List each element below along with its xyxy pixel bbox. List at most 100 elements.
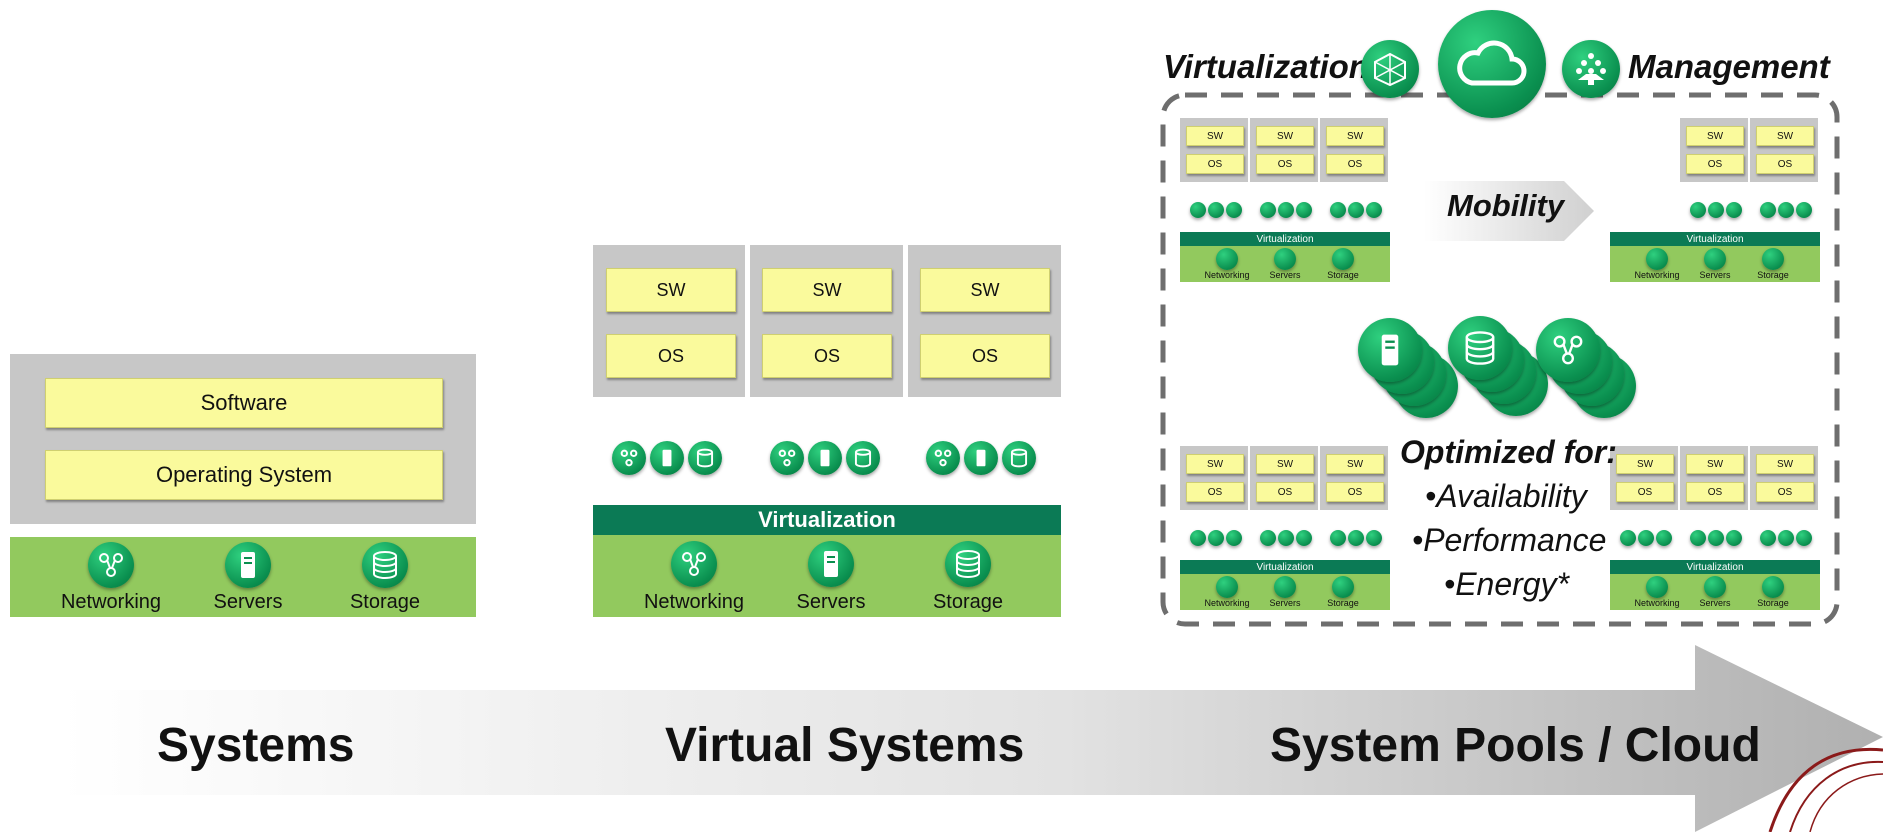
pool-cluster-top-right: SW OS SW OS Virtualization Networking Se… [1610,118,1820,286]
stage2-virtualization-bar: Virtualization [593,505,1061,535]
mini-sw-box: SW [1186,454,1244,474]
storage-icon [1332,576,1354,598]
server-icon [1638,530,1654,546]
stage2-os-box-2: OS [762,334,892,378]
stage1-storage-label: Storage [349,591,421,613]
optimized-energy: •Energy* [1444,566,1570,602]
storage-icon [945,541,991,587]
stage2-servers-label: Servers [796,591,866,613]
networking-icon [1260,530,1276,546]
stage2-sw-box-1: SW [606,268,736,312]
storage-icon [688,441,722,475]
management-icon [1562,40,1620,98]
mini-virtualization-bar: Virtualization [1180,560,1390,574]
mini-sw-box: SW [1326,126,1384,146]
sw-label: SW [1276,130,1294,142]
storage-icon [1762,248,1784,270]
stage2-icon-group-1 [612,441,722,475]
mobility-arrow [1424,181,1594,241]
networking-icon [1646,248,1668,270]
networking-icon [770,441,804,475]
mini-networking-label: Networking [1634,598,1680,608]
os-label: OS [1777,486,1793,498]
mini-virtualization-bar: Virtualization [1610,232,1820,246]
stage-label-virtual-systems: Virtual Systems [665,719,1025,772]
networking-icon [926,441,960,475]
mini-os-box: OS [1256,482,1314,502]
stage2-virtualization-label: Virtualization [758,507,896,532]
server-icon [1778,530,1794,546]
storage-icon [1762,576,1784,598]
stage1-servers-label: Servers [213,591,283,613]
os-label: OS [1347,158,1363,170]
mini-servers-label: Servers [1269,270,1301,280]
mini-virtualization-bar: Virtualization [1180,232,1390,246]
mini-os-box: OS [1326,482,1384,502]
stage2-icon-group-2 [770,441,880,475]
mini-os-box: OS [1756,154,1814,174]
mini-icon-row [1260,530,1312,546]
mini-hardware-band: Networking Servers Storage [1180,574,1390,610]
sw-label: SW [1206,130,1224,142]
server-icon [1708,202,1724,218]
stage1-os-label: Operating System [155,462,333,487]
server-icon [1348,530,1364,546]
server-icon [1348,202,1364,218]
os-label: OS [657,345,684,366]
os-label: OS [971,345,998,366]
networking-icon [1690,530,1706,546]
stage3-virtualization-title: Virtualization [1163,48,1369,85]
sw-label: SW [1276,458,1294,470]
server-icon [225,542,271,588]
mini-sw-box: SW [1686,126,1744,146]
mini-os-box: OS [1256,154,1314,174]
mini-os-box: OS [1686,482,1744,502]
sw-label: SW [1706,458,1724,470]
mini-storage-label: Storage [1757,270,1789,280]
storage-icon [1366,202,1382,218]
mini-sw-box: SW [1326,454,1384,474]
storage-icon [1656,530,1672,546]
stage1-software-label: Software [200,390,288,415]
stage1-networking-label: Networking [60,591,162,613]
storage-icon [1296,530,1312,546]
server-icon [1704,248,1726,270]
mini-icon-row [1330,530,1382,546]
storage-icon [1796,202,1812,218]
mini-icon-row [1760,202,1812,218]
os-label: OS [1277,486,1293,498]
optimized-for-heading: Optimized for: [1400,434,1617,470]
mini-sw-box: SW [1756,454,1814,474]
mini-sw-box: SW [1186,126,1244,146]
mini-icon-row [1330,202,1382,218]
os-label: OS [1277,158,1293,170]
networking-icon [1646,576,1668,598]
server-icon [1208,530,1224,546]
os-label: OS [1777,158,1793,170]
storage-icon [1332,248,1354,270]
networking-icon [1190,202,1206,218]
mini-storage-label: Storage [1327,598,1359,608]
server-icon [964,441,998,475]
server-icon [650,441,684,475]
mini-networking-label: Networking [1204,270,1250,280]
mobility-label: Mobility [1447,188,1565,223]
sw-label: SW [1346,458,1364,470]
networking-icon [1620,530,1636,546]
mini-os-box: OS [1186,154,1244,174]
storage-icon [1226,530,1242,546]
stage2-storage-label: Storage [932,591,1004,613]
sw-label: SW [656,279,686,300]
sw-label: SW [1706,130,1724,142]
mini-icon-row [1690,530,1742,546]
server-icon [1358,318,1422,382]
networking-icon [1330,530,1346,546]
stage2-sw-box-3: SW [920,268,1050,312]
networking-icon [1760,530,1776,546]
mini-virtualization-bar: Virtualization [1610,560,1820,574]
stage1-hardware-band: Networking Servers Storage [10,537,476,617]
os-label: OS [1347,486,1363,498]
mini-os-box: OS [1756,482,1814,502]
mini-virtualization-label: Virtualization [1686,233,1744,245]
sw-label: SW [1636,458,1654,470]
